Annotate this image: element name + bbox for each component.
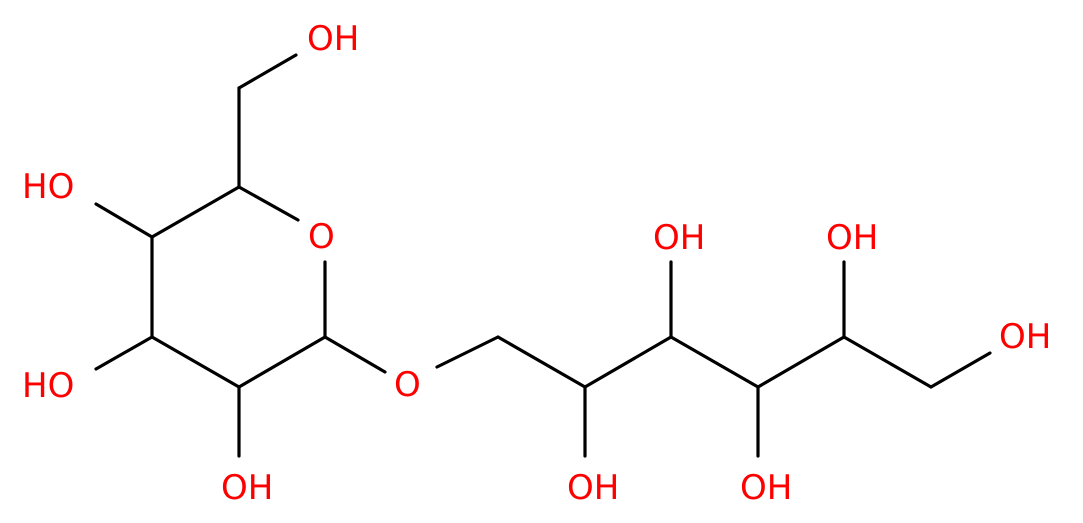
- ring-oxygen-label: O: [308, 217, 335, 257]
- chain-c5-hydroxyl-label: OH: [826, 218, 878, 258]
- bond-c3-c2: [150, 335, 241, 389]
- bond-chain-c4-c5: [756, 335, 846, 389]
- ring-c4-hydroxyl-label: HO: [22, 167, 74, 207]
- ring-c2-hydroxyl-label: OH: [221, 468, 273, 508]
- chain-c3-hydroxyl-label: OH: [653, 218, 705, 258]
- bond-chain-c5-c6: [842, 335, 933, 389]
- atom-labels: OH HO O HO O OH OH OH OH OH OH: [22, 19, 1051, 508]
- chain-c2-hydroxyl-label: OH: [567, 468, 619, 508]
- bond-chain-c3-c4: [669, 335, 760, 389]
- bond-c1-glycosidic-o: [323, 335, 387, 374]
- glycosidic-oxygen-label: O: [394, 365, 421, 405]
- ring-ch2oh-hydroxyl-label: OH: [307, 19, 359, 59]
- bond-c2-c1: [237, 335, 327, 389]
- bond-chain-c1-c2: [496, 335, 587, 389]
- bonds: [94, 53, 992, 458]
- chain-c4-hydroxyl-label: OH: [740, 468, 792, 508]
- bond-chain-c6-oh: [929, 351, 992, 389]
- bond-c3-oh: [94, 335, 154, 371]
- bond-chain-c2-c3: [583, 335, 673, 389]
- bond-c6-oh: [237, 53, 298, 90]
- bond-glycosidic-o-chain: [435, 335, 500, 369]
- bond-c5-ring-o: [237, 185, 300, 222]
- bond-c5-c4: [150, 185, 241, 239]
- ring-c3-hydroxyl-label: HO: [22, 366, 74, 406]
- bond-c4-oh: [94, 202, 154, 239]
- chain-c6-hydroxyl-label: OH: [999, 317, 1051, 357]
